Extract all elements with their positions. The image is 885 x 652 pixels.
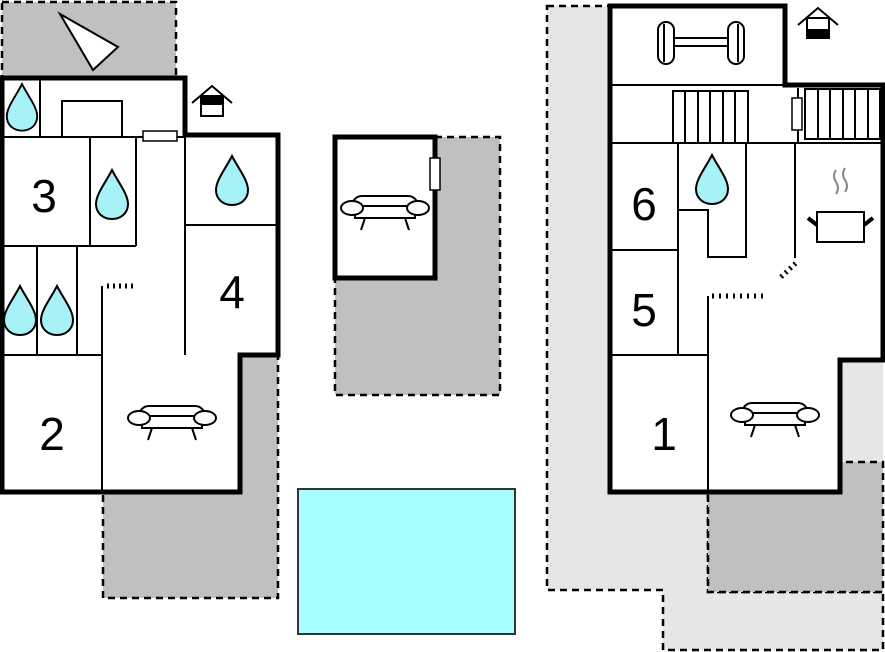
window-icon — [429, 157, 441, 191]
entrance-icon — [797, 7, 839, 39]
right-building: 6 5 1 — [545, 3, 885, 652]
swimming-pool — [297, 488, 516, 635]
compass-arrow-icon — [57, 11, 120, 72]
stairs-icon — [672, 90, 749, 144]
dumbbell-icon — [657, 21, 745, 65]
room-3-label: 3 — [31, 170, 57, 222]
room-6-label: 6 — [631, 178, 657, 230]
sofa-icon — [340, 195, 430, 231]
annex-terrace — [333, 135, 502, 397]
window-icon — [791, 97, 803, 131]
left-building: 3 4 2 — [0, 0, 281, 600]
room-5-label: 5 — [631, 284, 657, 336]
entrance-icon — [191, 85, 233, 117]
cooking-pot-icon — [806, 167, 875, 243]
room-4-label: 4 — [219, 266, 245, 318]
annex — [332, 134, 502, 397]
window-icon — [142, 130, 178, 142]
room-1-label: 1 — [651, 408, 677, 460]
stairs-icon — [804, 88, 881, 140]
room-2-label: 2 — [39, 408, 65, 460]
